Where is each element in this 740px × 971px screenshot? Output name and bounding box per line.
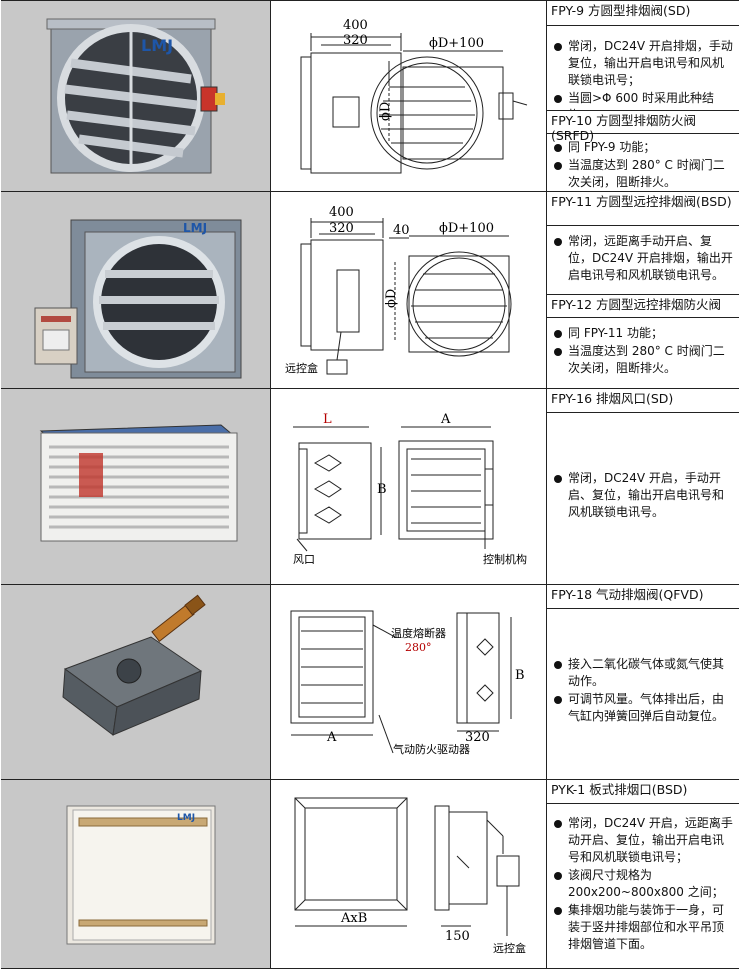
drawing-fpy11: 400 320 40 ϕD+100 ϕD 远控盒 — [271, 192, 547, 388]
product-title: PYK-1 板式排烟口(BSD) — [547, 780, 739, 804]
dim-b: B — [515, 668, 525, 683]
description-cell: FPY-11 方圆型远控排烟阀(BSD) 常闭，远距离手动开启、复位，DC24V… — [547, 192, 739, 388]
svg-text:LMJ: LMJ — [177, 813, 195, 823]
dim-d: ϕD — [384, 289, 399, 308]
product-row-pyk1: LMJ AxB — [1, 780, 739, 969]
fuse-label: 温度熔断器 — [391, 626, 446, 640]
bullet-item: 当温度达到 280° C 时阀门二次关闭，阻断排火。 — [553, 157, 733, 191]
dim-150: 150 — [445, 929, 470, 944]
product-title: FPY-10 方圆型排烟防火阀(SRFD) — [547, 110, 739, 143]
description-cell: FPY-9 方圆型排烟阀(SD) 常闭，DC24V 开启排烟，手动复位，输出开启… — [547, 1, 739, 191]
bullet-list: 常闭，DC24V 开启，手动开启、复位，输出开启电讯号和风机联锁电讯号。 — [547, 469, 739, 521]
bullet-item: 同 FPY-9 功能； — [553, 139, 733, 156]
product-photo-round-damper: LMJ — [1, 1, 271, 191]
description-cell: FPY-18 气动排烟阀(QFVD) 接入二氧化碳气体或氮气使其动作。 可调节风… — [547, 585, 739, 779]
bullet-item: 接入二氧化碳气体或氮气使其动作。 — [553, 656, 733, 690]
dim-320: 320 — [343, 33, 368, 48]
dim-400: 400 — [329, 205, 354, 220]
product-photo-plate-outlet: LMJ — [1, 780, 271, 968]
dim-d100: ϕD+100 — [439, 221, 494, 236]
bullet-item: 可调节风量。气体排出后，由气缸内弹簧回弹后自动复位。 — [553, 691, 733, 725]
drawing-fpy9: 400 320 ϕD+100 ϕD — [271, 1, 547, 191]
svg-text:LMJ: LMJ — [183, 221, 207, 235]
dim-axb: AxB — [340, 911, 367, 926]
product-title: FPY-12 方圆型远控排烟防火阀 — [547, 294, 739, 318]
product-row-fpy9-fpy10: LMJ — [1, 1, 739, 192]
product-title: FPY-11 方圆型远控排烟阀(BSD) — [547, 192, 739, 226]
bullet-item: 常闭，DC24V 开启，手动开启、复位，输出开启电讯号和风机联锁电讯号。 — [553, 470, 733, 521]
dim-400: 400 — [343, 18, 368, 33]
drawing-fpy18: 温度熔断器 280° A B 320 气动防火驱动器 — [271, 585, 547, 779]
product-title: FPY-9 方圆型排烟阀(SD) — [547, 1, 739, 26]
dim-b: B — [377, 482, 387, 497]
drawing-pyk1: AxB 150 远控盒 — [271, 780, 547, 968]
driver-label: 气动防火驱动器 — [393, 742, 470, 756]
svg-text:LMJ: LMJ — [141, 36, 173, 55]
remote-box-label: 远控盒 — [285, 361, 318, 375]
bullet-list: 同 FPY-9 功能； 当温度达到 280° C 时阀门二次关闭，阻断排火。 — [547, 138, 739, 191]
bullet-item: 常闭，DC24V 开启，远距离手动开启、复位，输出开启电讯号和风机联锁电讯号； — [553, 815, 733, 866]
bullet-list: 常闭，远距离手动开启、复位，DC24V 开启排烟，输出开启电讯号和风机联锁电讯号… — [547, 232, 739, 284]
temp-label: 280° — [405, 641, 432, 654]
bullet-item: 同 FPY-11 功能； — [553, 325, 733, 342]
dim-d100: ϕD+100 — [429, 36, 484, 51]
bullet-list: 同 FPY-11 功能； 当温度达到 280° C 时阀门二次关闭，阻断排火。 — [547, 324, 739, 377]
product-row-fpy18: 温度熔断器 280° A B 320 气动防火驱动器 FPY-18 气动排烟阀(… — [1, 585, 739, 780]
dim-a: A — [326, 730, 337, 745]
bullet-item: 该阀尺寸规格为 200x200~800x800 之间； — [553, 867, 733, 901]
product-title: FPY-16 排烟风口(SD) — [547, 389, 739, 413]
bullet-item: 集排烟功能与装饰于一身，可装于竖井排烟部位和水平吊顶排烟管道下面。 — [553, 902, 733, 953]
bullet-list: 接入二氧化碳气体或氮气使其动作。 可调节风量。气体排出后，由气缸内弹簧回弹后自动… — [547, 655, 739, 725]
drawing-fpy16: L A B 风口 控制机构 — [271, 389, 547, 584]
product-photo-remote-damper: LMJ — [1, 192, 271, 388]
control-label: 控制机构 — [483, 552, 527, 566]
product-title: FPY-18 气动排烟阀(QFVD) — [547, 585, 739, 609]
product-row-fpy11-fpy12: LMJ — [1, 192, 739, 389]
product-row-fpy16: L A B 风口 控制机构 FPY-16 排烟风口(SD) 常闭，DC24V 开… — [1, 389, 739, 585]
bullet-item: 常闭，DC24V 开启排烟，手动复位，输出开启电讯号和风机联锁电讯号； — [553, 38, 733, 89]
dim-320: 320 — [465, 730, 490, 745]
outlet-label: 风口 — [293, 553, 315, 566]
bullet-item: 常闭，远距离手动开启、复位，DC24V 开启排烟，输出开启电讯号和风机联锁电讯号… — [553, 233, 733, 284]
dim-l: L — [323, 412, 332, 427]
description-cell: PYK-1 板式排烟口(BSD) 常闭，DC24V 开启，远距离手动开启、复位，… — [547, 780, 739, 968]
bullet-list: 常闭，DC24V 开启，远距离手动开启、复位，输出开启电讯号和风机联锁电讯号； … — [547, 814, 739, 953]
dim-d: ϕD — [378, 102, 393, 121]
remote-box-label: 远控盒 — [493, 941, 526, 955]
dim-320: 320 — [329, 221, 354, 236]
product-photo-pneumatic-damper — [1, 585, 271, 779]
dim-a: A — [440, 412, 451, 427]
product-photo-smoke-outlet — [1, 389, 271, 584]
dim-40: 40 — [393, 223, 410, 238]
bullet-item: 当温度达到 280° C 时阀门二次关闭，阻断排火。 — [553, 343, 733, 377]
description-cell: FPY-16 排烟风口(SD) 常闭，DC24V 开启，手动开启、复位，输出开启… — [547, 389, 739, 584]
